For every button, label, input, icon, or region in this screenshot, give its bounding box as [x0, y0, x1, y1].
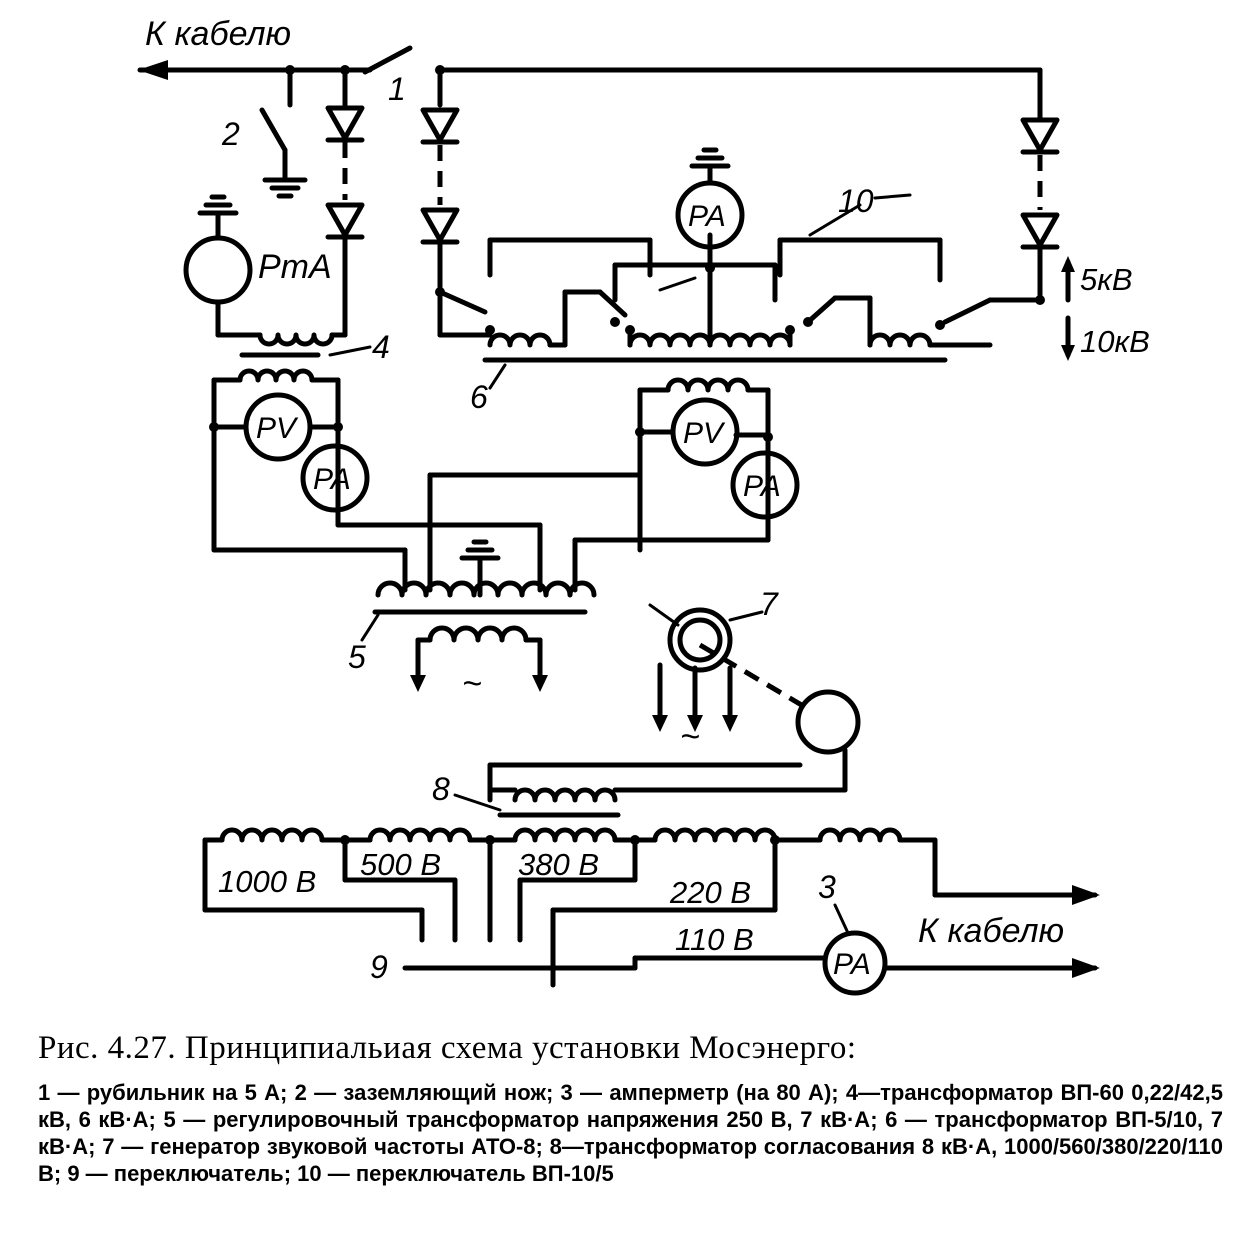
transformer-5: ~ 5 [348, 539, 597, 703]
label-10: 10 [838, 183, 874, 219]
top-pa-label: PA [688, 200, 726, 233]
transformer-6: 6 10 [470, 183, 993, 415]
label-2: 2 [221, 116, 240, 152]
left-ammeter [300, 443, 370, 513]
tap-220-label: 220 В [669, 875, 751, 910]
right-voltmeter [670, 397, 740, 467]
to-cable-bottom-label: К кабелю [918, 912, 1064, 950]
grounding-knife-2: 2 [221, 65, 308, 199]
milliammeter: PmA [183, 194, 332, 338]
label-6: 6 [470, 379, 488, 415]
pma-label: PmA [258, 248, 332, 286]
top-cable-output: К кабелю [137, 15, 373, 80]
label-5kv: 5кВ [1080, 262, 1133, 297]
caption-legend: 1 — рубильник на 5 А; 2 — заземляющий но… [38, 1080, 1223, 1186]
transformer-4: 4 [211, 329, 390, 553]
transformer-8: 8 1000 В 500 В 380 В [202, 771, 1100, 988]
label-1: 1 [388, 71, 406, 107]
figure-caption: Рис. 4.27. Принципиальиая схема установк… [38, 1030, 1223, 1187]
selector-9-output: 9 PA 3 К кабелю [370, 869, 1100, 996]
label-3: 3 [818, 869, 836, 905]
ac-symbol-7: ~ [680, 718, 700, 756]
left-voltmeter [243, 392, 313, 462]
left-meters: PV PA [209, 392, 370, 513]
top-ammeter: PA [675, 147, 745, 250]
ammeter-3 [822, 930, 888, 996]
middle-diode-stack [420, 67, 493, 338]
left-pv-label: PV [256, 412, 299, 445]
label-7: 7 [760, 586, 779, 622]
ac-symbol-5: ~ [462, 665, 482, 703]
right-pa-label: PA [743, 470, 781, 503]
left-to-transformer-5-wires [211, 522, 543, 593]
label-4: 4 [372, 329, 390, 365]
label-10kv: 10кВ [1080, 324, 1150, 359]
label-8: 8 [432, 771, 450, 807]
to-cable-top-label: К кабелю [145, 15, 291, 53]
label-5: 5 [348, 639, 366, 675]
caption-title: Рис. 4.27. Принципиальиая схема установк… [38, 1030, 857, 1066]
label-9: 9 [370, 949, 388, 985]
tap-380-label: 380 В [518, 847, 599, 882]
right-meters: PV PA [427, 377, 800, 593]
tap-1000-label: 1000 В [218, 864, 316, 899]
generator-7: 7 ~ [487, 586, 861, 793]
left-pa-label: PA [313, 463, 351, 496]
tap-110-label: 110 В [675, 922, 754, 957]
right-pv-label: PV [683, 417, 726, 450]
right-diode-stack: 5кВ 10кВ [942, 117, 1150, 361]
tap-500-label: 500 В [360, 847, 441, 882]
circuit-diagram: К кабелю 1 2 PmA [137, 15, 1150, 996]
right-ammeter [730, 450, 800, 520]
left-diode-stack [325, 65, 365, 338]
knife-switch-1: 1 [362, 45, 1043, 123]
pa-3-label: PA [833, 948, 871, 981]
